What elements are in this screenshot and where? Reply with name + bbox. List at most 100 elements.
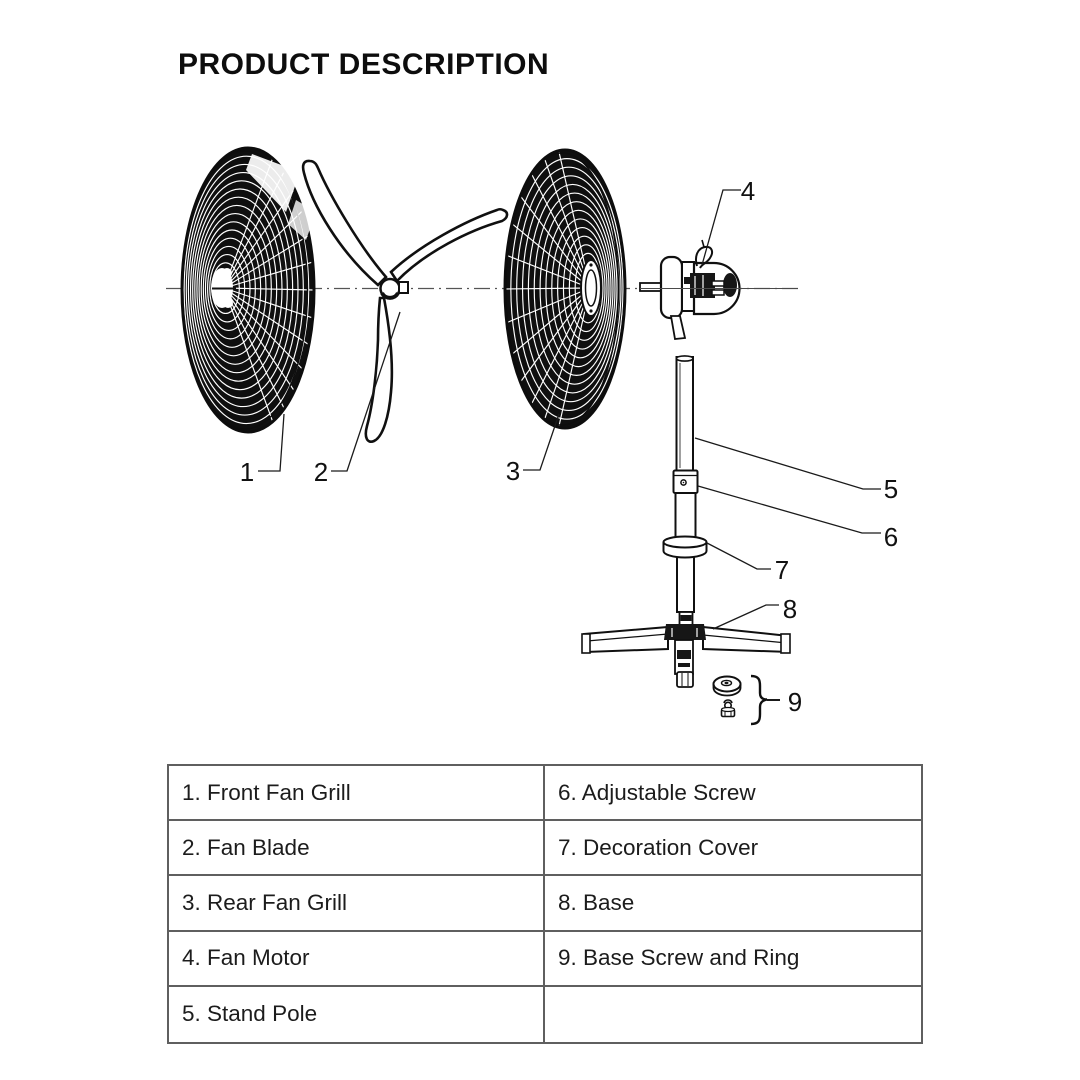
rear-grill-hub-inner <box>584 269 598 307</box>
front-grill-rings-art <box>223 287 315 291</box>
rear-grill-hub-screw <box>589 263 593 267</box>
motor-bolt <box>711 280 725 287</box>
base-front-foot <box>676 671 694 688</box>
base-right-arm-line <box>702 634 788 644</box>
callout-9: 9 <box>788 687 802 717</box>
rear-grill-rings <box>503 148 627 430</box>
base-center-hub <box>664 624 706 640</box>
front-grill-rings <box>180 146 316 434</box>
base-right-foot <box>780 633 791 654</box>
callout-2: 2 <box>314 457 328 487</box>
rear-grill-rings-art <box>506 254 591 289</box>
stand-pole-upper <box>675 356 694 472</box>
leader-2 <box>331 311 401 472</box>
leader-6 <box>697 485 881 534</box>
front-grill-hub <box>222 268 232 278</box>
parts-table-cell-1: 1. Front Fan Grill <box>169 766 545 822</box>
rear-grill-rings-art <box>511 223 591 289</box>
leader-8 <box>712 604 779 630</box>
parts-table-cell-9: 9. Base Screw and Ring <box>545 932 921 987</box>
brace <box>750 674 768 726</box>
callout-8: 8 <box>783 594 797 624</box>
parts-table-cell-8: 8. Base <box>545 876 921 932</box>
base-left-arm <box>582 625 669 654</box>
leader-3 <box>523 413 560 471</box>
parts-table-cell-5: 5. Stand Pole <box>169 986 545 1042</box>
motor-nub <box>684 277 691 284</box>
callout-1: 1 <box>240 457 254 487</box>
base-front-leg-band <box>677 650 691 659</box>
callout-labels: 1 2 3 4 5 6 7 8 9 <box>240 176 898 717</box>
leader-1 <box>258 413 285 472</box>
screw-body-top <box>720 706 736 713</box>
front-grill-rings-art <box>223 287 295 392</box>
front-grill-rings-art <box>181 150 309 430</box>
stand-pole-assembly <box>662 355 708 627</box>
fan-blade-hub-key <box>398 281 409 294</box>
front-grill-detail <box>211 154 316 308</box>
callout-6: 6 <box>884 522 898 552</box>
leader-7 <box>706 542 771 570</box>
motor-bolt <box>711 289 725 296</box>
callout-4: 4 <box>741 176 755 206</box>
adjustable-screw-dot <box>682 481 685 484</box>
parts-table-cell-6: 6. Adjustable Screw <box>545 766 921 822</box>
front-grill-highlight <box>288 200 316 240</box>
motor-top-clip <box>701 239 705 248</box>
motor-bottom-stem <box>669 315 687 340</box>
decoration-cover-top <box>662 535 708 549</box>
rear-grill-rings-art <box>543 287 591 420</box>
rear-grill-rings-art <box>511 287 591 355</box>
front-grill-rings-art <box>223 287 310 346</box>
leader-lines <box>258 189 881 701</box>
callout-3: 3 <box>506 456 520 486</box>
rear-grill-rings-art <box>505 150 625 428</box>
motor-top-clip <box>695 245 714 269</box>
front-grill-rings-art <box>223 287 285 409</box>
callout-7: 7 <box>775 555 789 585</box>
front-grill-highlight <box>246 154 300 212</box>
rear-grill-rings-art <box>506 287 591 324</box>
page-title: PRODUCT DESCRIPTION <box>178 48 550 82</box>
ring-slot-dot <box>724 681 729 685</box>
rear-grill-detail <box>580 259 602 317</box>
front-grill-rings-art <box>223 287 274 422</box>
front-grill-rings-art <box>223 287 304 370</box>
stand-pole-mid <box>674 492 697 539</box>
front-grill-hub <box>223 298 233 308</box>
leader-4 <box>701 189 741 266</box>
rear-grill-rings-art <box>530 173 591 289</box>
fan-blade-hub-shade <box>380 291 400 300</box>
parts-table-cell-3: 3. Rear Fan Grill <box>169 876 545 932</box>
fan-blade-upper-left <box>301 159 388 287</box>
rear-grill-rings-art <box>519 287 591 383</box>
base <box>581 624 791 688</box>
callout-5: 5 <box>884 474 898 504</box>
rear-grill-rings-art <box>543 158 591 289</box>
fan-blade <box>301 159 509 443</box>
parts-table: 1. Front Fan Grill 6. Adjustable Screw 2… <box>167 764 923 1044</box>
base-left-arm-line <box>586 633 669 642</box>
parts-table-cell-2: 2. Fan Blade <box>169 821 545 877</box>
fan-blade-lower <box>364 296 394 443</box>
base-screw-and-ring <box>712 674 768 726</box>
fan-motor <box>639 239 798 340</box>
rear-grill-rings-art <box>530 287 591 405</box>
parts-table-cell-4: 4. Fan Motor <box>169 931 545 987</box>
parts-table-cell-7: 7. Decoration Cover <box>545 821 921 877</box>
front-grill-rings-art <box>223 287 313 319</box>
base-left-foot <box>581 633 591 654</box>
rear-grill-hub-screw <box>589 309 593 313</box>
front-grill-rings-art <box>223 261 313 289</box>
base-front-leg-band <box>678 663 690 667</box>
parts-table-cell-empty <box>545 987 921 1042</box>
rear-grill-rings-art <box>519 195 591 289</box>
rear-grill-rings-art <box>504 152 620 426</box>
screw-hook <box>723 699 733 704</box>
fan-blade-upper-right <box>389 207 509 284</box>
stand-pole-cap <box>675 355 694 362</box>
motor-flange <box>659 255 684 320</box>
front-grill-rings-art <box>223 234 310 289</box>
